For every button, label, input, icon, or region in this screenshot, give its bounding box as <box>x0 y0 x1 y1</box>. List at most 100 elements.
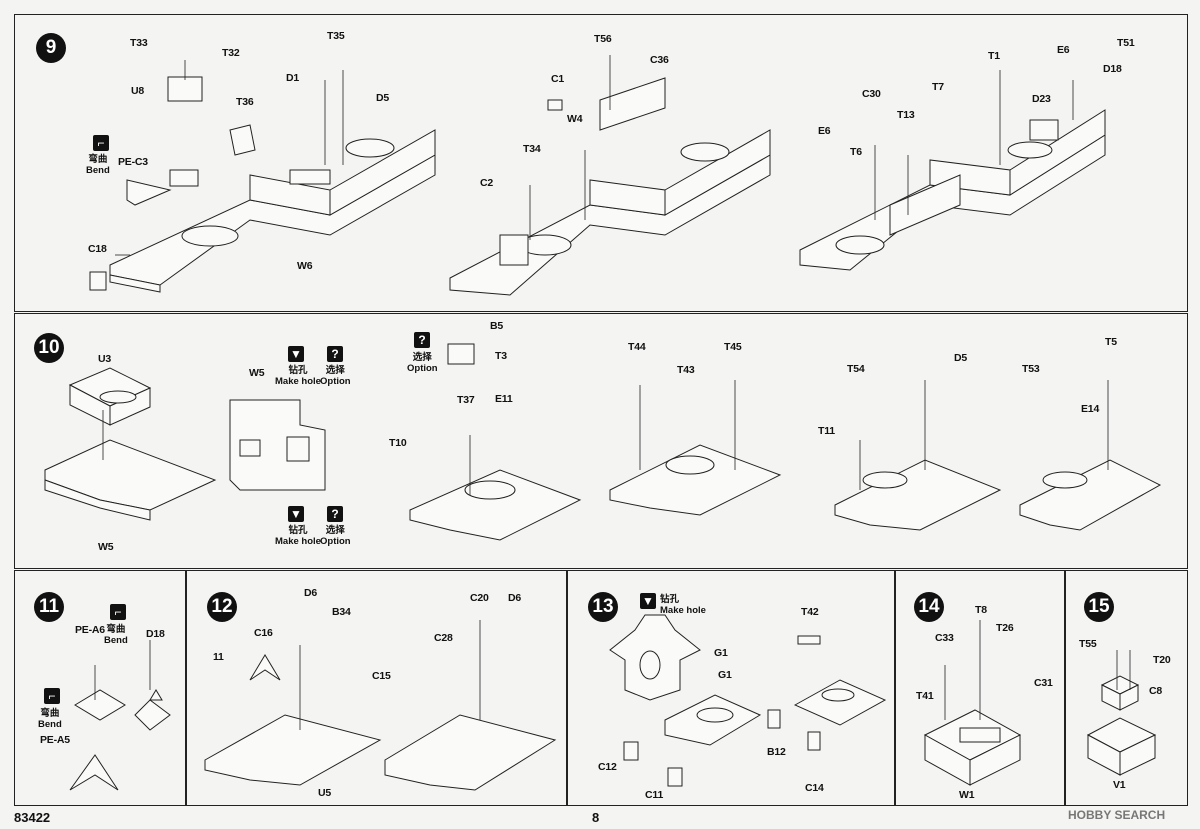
part-label: T54 <box>847 363 865 375</box>
bend-note: 弯曲 Bend <box>104 624 128 646</box>
part-label: U8 <box>131 85 145 97</box>
part-label: T32 <box>222 47 240 59</box>
deck-step10-d <box>1019 459 1162 531</box>
part-label: E6 <box>818 125 831 137</box>
bend-icon: ⌐ <box>110 604 126 620</box>
part-label: T20 <box>1153 654 1171 666</box>
part-label: T41 <box>916 690 934 702</box>
part-label: E6 <box>1057 44 1070 56</box>
step-10-badge: 10 <box>34 333 64 363</box>
drill-icon: ▼ <box>288 346 304 362</box>
deck-step12-a <box>204 714 382 786</box>
step-9-badge: 9 <box>36 33 66 63</box>
question-icon: ? <box>327 506 343 522</box>
part-label: C18 <box>88 243 107 255</box>
bend-note: 弯曲 Bend <box>86 154 110 176</box>
part-label: T37 <box>457 394 475 406</box>
part-label: T34 <box>523 143 541 155</box>
step-12-panel <box>186 570 567 806</box>
part-label: G1 <box>714 647 728 659</box>
part-label: C2 <box>480 177 494 189</box>
drill-icon: ▼ <box>288 506 304 522</box>
part-label: T42 <box>801 606 819 618</box>
step-13-panel <box>567 570 895 806</box>
part-label: C8 <box>1149 685 1163 697</box>
part-label: D18 <box>1103 63 1122 75</box>
step-15-panel <box>1065 570 1188 806</box>
part-label: B5 <box>490 320 504 332</box>
part-label: V1 <box>1113 779 1126 791</box>
mast-tripod-a <box>69 754 119 791</box>
step-9-panel <box>14 14 1188 312</box>
deck-step13-iso-b <box>793 679 887 726</box>
part-label: C1 <box>551 73 565 85</box>
part-label: T10 <box>389 437 407 449</box>
step-14-badge: 14 <box>914 592 944 622</box>
part-label: W6 <box>297 260 313 272</box>
part-label: 11 <box>213 651 224 663</box>
part-label: G1 <box>718 669 732 681</box>
part-label: C36 <box>650 54 669 66</box>
part-label: C31 <box>1034 677 1053 689</box>
deck-step10-b <box>609 444 782 516</box>
step-13-badge: 13 <box>588 592 618 622</box>
part-label: D18 <box>146 628 165 640</box>
part-label: W5 <box>249 367 265 379</box>
part-label: U5 <box>318 787 332 799</box>
part-label: U3 <box>98 353 112 365</box>
part-label: W4 <box>567 113 583 125</box>
part-label: D23 <box>1032 93 1051 105</box>
step-14-panel <box>895 570 1065 806</box>
part-label: C33 <box>935 632 954 644</box>
deck-u3-w5 <box>44 439 217 511</box>
part-label: D6 <box>508 592 522 604</box>
deck-step12-b <box>384 714 557 791</box>
deck-step10-a <box>409 469 582 541</box>
part-label: C14 <box>805 782 824 794</box>
part-label: T7 <box>932 81 944 93</box>
part-label: D6 <box>304 587 318 599</box>
part-label: T51 <box>1117 37 1135 49</box>
part-label: T13 <box>897 109 915 121</box>
deck-w5-plan <box>229 399 326 491</box>
part-label: T43 <box>677 364 695 376</box>
part-label: T3 <box>495 350 507 362</box>
part-label: T53 <box>1022 363 1040 375</box>
part-label: T11 <box>818 425 835 437</box>
part-label: PE-A5 <box>40 734 70 746</box>
part-label: T44 <box>628 341 646 353</box>
part-label: C20 <box>470 592 489 604</box>
part-label: T33 <box>130 37 148 49</box>
question-icon: ? <box>327 346 343 362</box>
bend-note: 弯曲 Bend <box>38 708 62 730</box>
part-label: D5 <box>376 92 390 104</box>
bend-icon: ⌐ <box>44 688 60 704</box>
part-label: T35 <box>327 30 345 42</box>
bend-icon: ⌐ <box>93 135 109 151</box>
page-number: 8 <box>592 810 600 825</box>
part-label: T8 <box>975 604 987 616</box>
step-11-panel <box>14 570 186 806</box>
product-code: 83422 <box>14 810 51 825</box>
part-label: T5 <box>1105 336 1117 348</box>
step-15-badge: 15 <box>1084 592 1114 622</box>
part-label: T6 <box>850 146 862 158</box>
part-label: B34 <box>332 606 351 618</box>
option-note: 选择 Option <box>320 525 351 547</box>
part-label: C12 <box>598 761 617 773</box>
part-label: T45 <box>724 341 742 353</box>
part-label: C11 <box>645 789 664 801</box>
part-label: D1 <box>286 72 300 84</box>
step-11-badge: 11 <box>34 592 64 622</box>
part-label: T26 <box>996 622 1014 634</box>
option-note: 选择 Option <box>320 365 351 387</box>
part-label: PE-A6 <box>75 624 105 636</box>
part-label: W5 <box>98 541 114 553</box>
part-label: B12 <box>767 746 786 758</box>
part-label: T55 <box>1079 638 1097 650</box>
part-label: C15 <box>372 670 391 682</box>
part-label: E11 <box>495 393 513 405</box>
question-icon: ? <box>414 332 430 348</box>
part-label: C30 <box>862 88 881 100</box>
part-label: E14 <box>1081 403 1100 415</box>
